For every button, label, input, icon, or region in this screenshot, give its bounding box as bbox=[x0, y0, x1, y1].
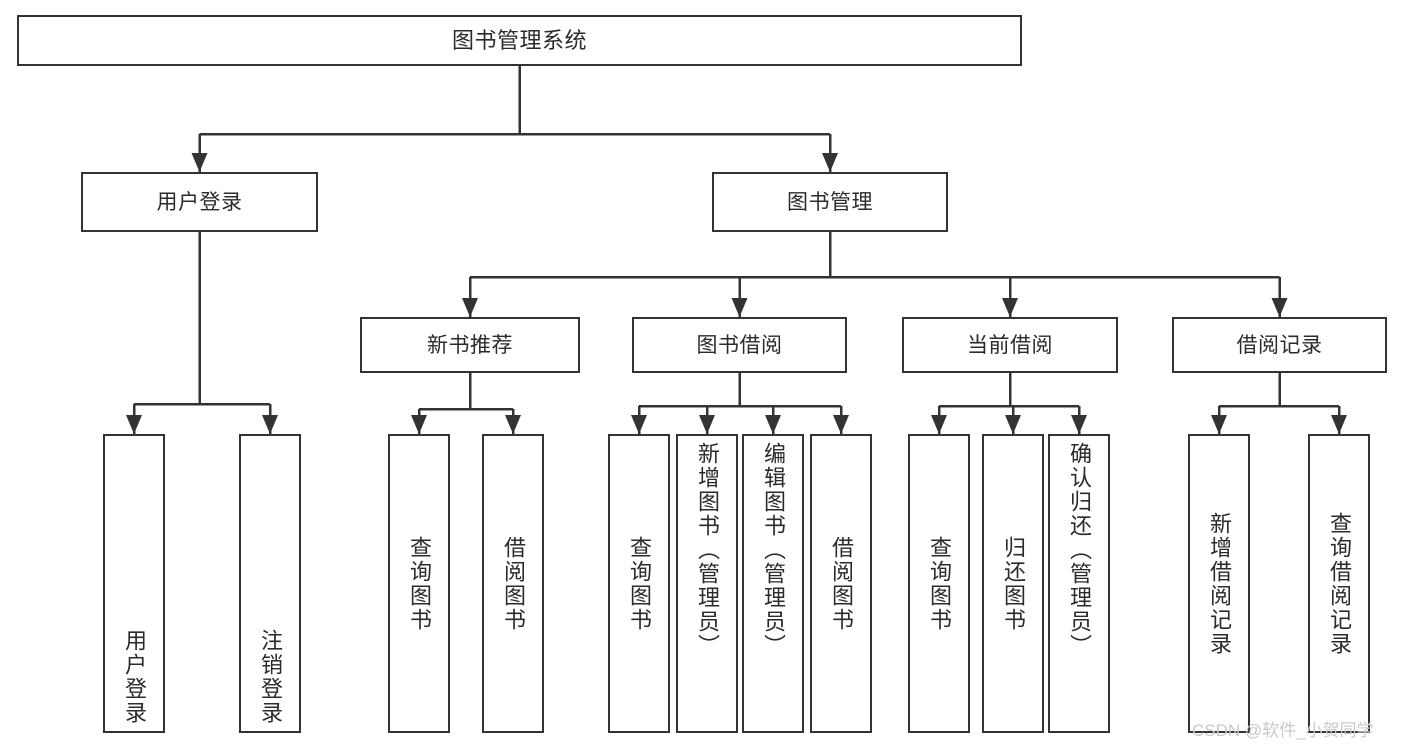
node-root[interactable]: 图书管理系统 bbox=[17, 15, 1022, 66]
node-leaf-user-logout-label: 注销登录 bbox=[257, 629, 283, 725]
node-book-manage-label: 图书管理 bbox=[787, 190, 873, 214]
node-book-borrow[interactable]: 图书借阅 bbox=[632, 317, 847, 373]
node-leaf-query-record-label: 查询借阅记录 bbox=[1326, 511, 1352, 656]
node-leaf-borrow-book-2[interactable]: 借阅图书 bbox=[810, 434, 872, 733]
node-book-borrow-label: 图书借阅 bbox=[696, 333, 783, 357]
node-leaf-query-book-1-label: 查询图书 bbox=[406, 535, 432, 632]
node-leaf-user-login[interactable]: 用户登录 bbox=[103, 434, 165, 733]
node-leaf-query-book-2-label: 查询图书 bbox=[626, 535, 652, 632]
node-leaf-borrow-book-1-label: 借阅图书 bbox=[500, 535, 526, 632]
node-leaf-add-book[interactable]: 新增图书（管理员） bbox=[676, 434, 738, 733]
node-new-book-recommend-label: 新书推荐 bbox=[427, 333, 513, 357]
node-leaf-add-record[interactable]: 新增借阅记录 bbox=[1188, 434, 1250, 733]
node-leaf-edit-book[interactable]: 编辑图书（管理员） bbox=[742, 434, 804, 733]
node-book-manage[interactable]: 图书管理 bbox=[712, 172, 948, 232]
node-current-borrow-label: 当前借阅 bbox=[967, 333, 1053, 357]
node-leaf-confirm-return[interactable]: 确认归还（管理员） bbox=[1048, 434, 1110, 733]
node-new-book-recommend[interactable]: 新书推荐 bbox=[360, 317, 580, 373]
node-leaf-query-book-3-label: 查询图书 bbox=[926, 535, 952, 632]
node-user-login-label: 用户登录 bbox=[156, 190, 243, 214]
node-current-borrow[interactable]: 当前借阅 bbox=[902, 317, 1118, 373]
node-leaf-query-book-1[interactable]: 查询图书 bbox=[388, 434, 450, 733]
node-leaf-user-login-label: 用户登录 bbox=[121, 629, 147, 725]
node-leaf-edit-book-label: 编辑图书（管理员） bbox=[760, 442, 786, 658]
node-leaf-return-book[interactable]: 归还图书 bbox=[982, 434, 1044, 733]
node-borrow-record-label: 借阅记录 bbox=[1236, 333, 1323, 357]
node-leaf-confirm-return-label: 确认归还（管理员） bbox=[1066, 442, 1092, 658]
watermark: CSDN @软件_小贺同学 bbox=[1192, 721, 1374, 740]
node-leaf-add-record-label: 新增借阅记录 bbox=[1206, 511, 1232, 656]
node-borrow-record[interactable]: 借阅记录 bbox=[1172, 317, 1387, 373]
node-leaf-borrow-book-2-label: 借阅图书 bbox=[828, 535, 854, 632]
node-leaf-add-book-label: 新增图书（管理员） bbox=[694, 442, 720, 658]
node-leaf-query-book-2[interactable]: 查询图书 bbox=[608, 434, 670, 733]
node-leaf-borrow-book-1[interactable]: 借阅图书 bbox=[482, 434, 544, 733]
node-leaf-query-record[interactable]: 查询借阅记录 bbox=[1308, 434, 1370, 733]
node-root-label: 图书管理系统 bbox=[451, 27, 587, 53]
node-leaf-user-logout[interactable]: 注销登录 bbox=[239, 434, 301, 733]
node-leaf-query-book-3[interactable]: 查询图书 bbox=[908, 434, 970, 733]
node-user-login[interactable]: 用户登录 bbox=[81, 172, 318, 232]
node-leaf-return-book-label: 归还图书 bbox=[1000, 535, 1026, 632]
